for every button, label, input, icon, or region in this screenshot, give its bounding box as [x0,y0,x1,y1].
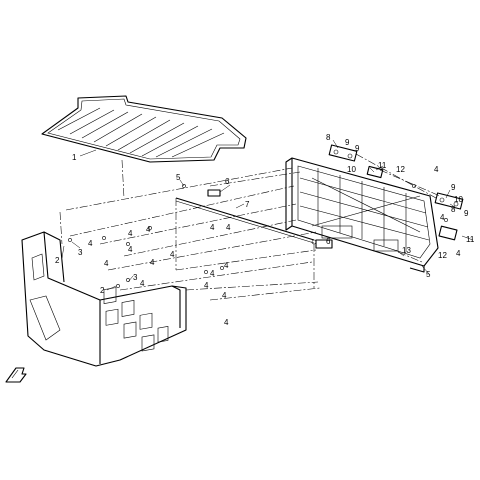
callout-3: 3 [78,248,83,257]
callout-1: 1 [72,153,77,162]
bed-mat-part [41,95,247,163]
callout-7: 7 [245,200,250,209]
callout-12: 12 [438,251,447,260]
callout-2: 2 [100,286,105,295]
callout-11: 11 [378,161,387,170]
callout-4: 4 [434,165,439,174]
callout-4: 4 [146,225,151,234]
callout-3: 3 [133,273,138,282]
callout-4: 4 [150,258,155,267]
callout-4: 4 [204,281,209,290]
callout-6: 6 [225,177,230,186]
callout-5: 5 [176,173,181,182]
hinge-bracket-lower-right [438,225,458,241]
callout-4: 4 [456,249,461,258]
callout-10: 10 [454,195,463,204]
hinge-bracket-upper-left [328,144,358,162]
callout-4: 4 [210,269,215,278]
callout-9: 9 [451,183,456,192]
callout-8: 8 [326,133,331,142]
callout-2: 2 [55,256,60,265]
callout-4: 4 [140,279,145,288]
callout-4: 4 [222,291,227,300]
callout-12: 12 [396,165,405,174]
callout-4: 4 [128,245,133,254]
callout-5: 5 [426,270,431,279]
latch-plate-left [315,239,333,249]
callout-8: 8 [451,205,456,214]
assembly-lines [59,153,441,301]
cargo-bed-box-part [21,231,187,367]
callout-11: 11 [466,235,475,244]
callout-10: 10 [347,165,356,174]
callout-4: 4 [104,259,109,268]
callout-4: 4 [224,261,229,270]
callout-4: 4 [226,223,231,232]
callout-6: 6 [326,237,331,246]
hinge-bracket-small [207,189,221,197]
latch-plate-right [366,165,384,179]
callout-4: 4 [88,239,93,248]
callout-9: 9 [355,144,360,153]
tailgate-frame-part [285,157,439,273]
hinge-bracket-right [434,192,464,210]
callout-4: 4 [210,223,215,232]
callout-4: 4 [128,229,133,238]
callout-13: 13 [402,246,411,255]
callout-labels: 1 2 2 3 3 4 4 4 4 4 4 4 4 4 4 4 4 4 4 4 … [55,133,475,327]
fastener-set [68,184,448,288]
callout-4: 4 [440,213,445,222]
callout-4: 4 [224,318,229,327]
front-direction-arrow-icon [5,367,27,383]
callout-9: 9 [464,209,469,218]
leader-lines [61,139,474,291]
callout-9: 9 [345,138,350,147]
callout-4: 4 [170,250,175,259]
